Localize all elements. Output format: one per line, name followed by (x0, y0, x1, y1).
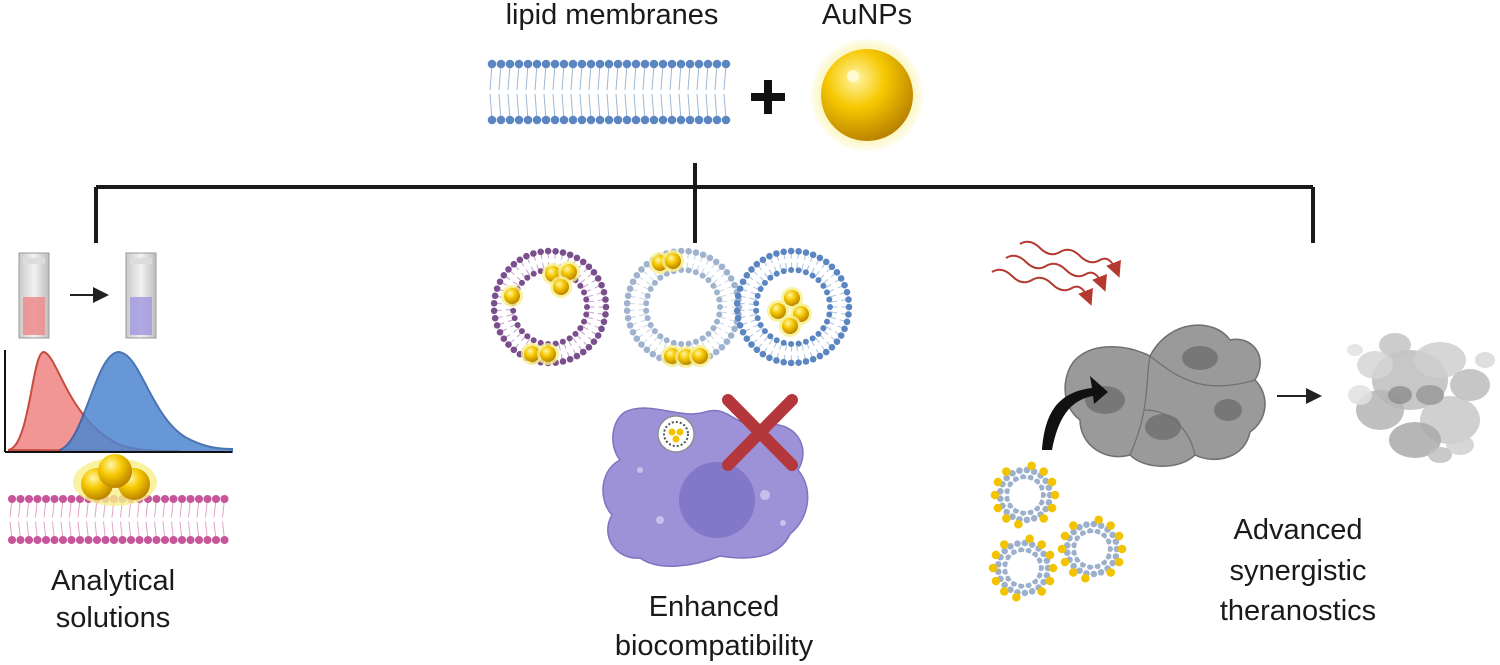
gold-nanoparticle-cluster-icon (73, 454, 157, 506)
branch-label-line: synergistic (1230, 555, 1367, 587)
aunp-coated-liposomes-icon (988, 461, 1127, 602)
cuvette-red-icon (18, 252, 50, 339)
liposome-core-aunp-icon (733, 247, 853, 367)
lipid-membrane-icon (487, 59, 731, 125)
liposome-outer-aunp-icon (623, 247, 743, 368)
absorption-spectrum-icon (4, 350, 233, 453)
curved-arrow-icon (1042, 376, 1108, 450)
branch-label-line: Analytical (51, 565, 175, 597)
membrane-label: lipid membranes (506, 0, 719, 31)
branch-label-line: biocompatibility (615, 630, 814, 662)
branch-label-line: Enhanced (649, 591, 780, 623)
gold-nanoparticle-icon (811, 39, 923, 151)
liposome-surface-aunp-icon (490, 247, 610, 367)
nanoparticle-label: AuNPs (822, 0, 912, 31)
macrophage-cell-icon (602, 407, 809, 567)
cross-mark-icon (722, 394, 798, 471)
cuvette-blue-icon (125, 252, 157, 339)
destroyed-cells-icon (1347, 333, 1495, 463)
plus-icon (751, 80, 785, 114)
irradiation-waves-icon (991, 240, 1121, 306)
branch-label-line: theranostics (1220, 595, 1376, 627)
branch-label-line: Advanced (1234, 514, 1363, 546)
branch-label-line: solutions (56, 602, 170, 634)
branch-connector (94, 163, 1315, 243)
